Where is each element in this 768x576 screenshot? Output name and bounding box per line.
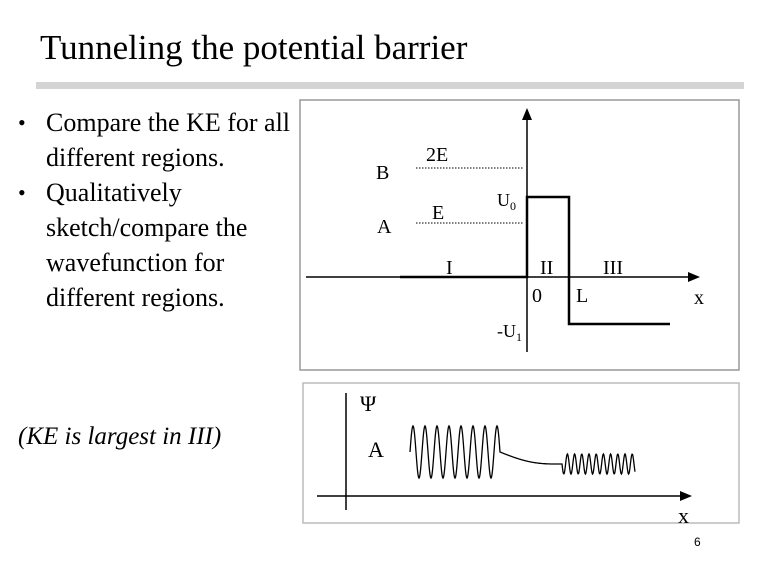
- label-a: A: [377, 216, 392, 238]
- bullet-list: • Compare the KE for all different regio…: [18, 105, 303, 315]
- label-e: E: [432, 202, 444, 224]
- label-x-axis: x: [694, 287, 704, 309]
- wavefunction-diagram: Ψ A x: [302, 382, 740, 528]
- bullet-text: Compare the KE for all different regions…: [46, 108, 291, 172]
- wavefunction-frame: [302, 382, 740, 524]
- y-axis-arrowhead: [522, 108, 532, 120]
- label-l: L: [576, 285, 588, 307]
- wavefunction-x-axis-arrowhead: [680, 491, 692, 501]
- label-u0: U0: [497, 190, 516, 213]
- bullet-item: • Compare the KE for all different regio…: [18, 105, 303, 175]
- label-region-ii: II: [540, 257, 553, 279]
- label-a-amplitude: A: [368, 437, 384, 462]
- bullet-dot: •: [18, 180, 26, 205]
- label-region-i: I: [446, 257, 453, 279]
- bullet-dot: •: [18, 110, 26, 135]
- slide-title: Tunneling the potential barrier: [40, 28, 468, 67]
- label-region-iii: III: [603, 257, 623, 279]
- potential-profile-line: [400, 195, 670, 326]
- label-minus-u-main: -U: [497, 321, 516, 341]
- bullet-item: • Qualitatively sketch/compare the wavef…: [18, 175, 303, 315]
- title-divider: [36, 82, 744, 89]
- ke-note: (KE is largest in III): [18, 423, 222, 450]
- label-minus-u: -U1: [497, 321, 522, 344]
- wavefunction-curve: [409, 424, 636, 480]
- label-minus-u-subscript: 1: [516, 330, 522, 344]
- potential-diagram-frame: [299, 99, 740, 371]
- label-u0-subscript: 0: [510, 199, 516, 213]
- x-axis-arrowhead: [688, 272, 700, 282]
- label-psi: Ψ: [360, 391, 377, 416]
- label-2e: 2E: [426, 144, 448, 166]
- bullet-text: Qualitatively sketch/compare the wavefun…: [46, 178, 248, 312]
- potential-diagram: B A 2E E U0 -U1 I II III 0 L x: [299, 99, 740, 371]
- label-origin: 0: [532, 285, 542, 307]
- page-number: 6: [694, 535, 701, 549]
- label-b: B: [376, 162, 389, 184]
- label-u0-main: U: [497, 190, 510, 210]
- label-x-wave: x: [678, 503, 689, 528]
